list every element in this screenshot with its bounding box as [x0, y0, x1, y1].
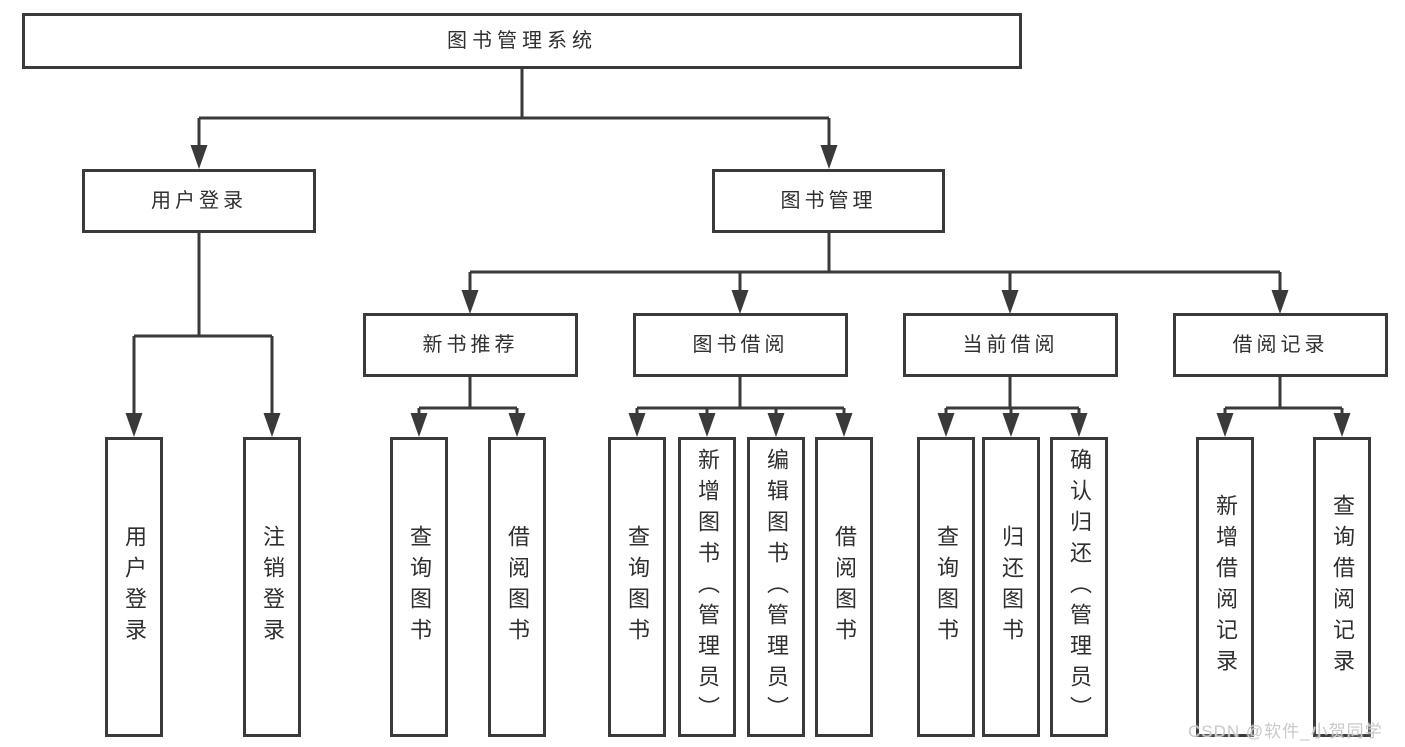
leaf-borrow-books-newrec: 借阅图书	[488, 437, 546, 737]
node-root-label: 图书管理系统	[447, 30, 597, 52]
arrowheads-level4	[125, 413, 1351, 437]
connector-newbook-to-leaves	[417, 376, 519, 418]
leaf-borrow-books-borrow: 借阅图书	[815, 437, 873, 737]
node-current-borrowing: 当前借阅	[903, 313, 1118, 377]
leaf-query-books-borrow: 查询图书	[608, 437, 666, 737]
node-current-borrowing-label: 当前借阅	[962, 334, 1059, 356]
leaf-edit-book-admin-label: 编辑图书（管理员）	[764, 447, 789, 727]
leaf-query-borrow-record: 查询借阅记录	[1313, 437, 1371, 737]
connector-bookborrow-to-leaves	[635, 376, 846, 418]
leaf-add-borrow-record: 新增借阅记录	[1196, 437, 1254, 737]
leaf-edit-book-admin: 编辑图书（管理员）	[747, 437, 805, 737]
leaf-confirm-return-admin-label: 确认归还（管理员）	[1067, 447, 1092, 727]
leaf-logout-label: 注销登录	[260, 525, 285, 649]
node-book-borrowing: 图书借阅	[633, 313, 848, 377]
connector-userlogin-to-leaves	[132, 232, 274, 418]
leaf-confirm-return-admin: 确认归还（管理员）	[1050, 437, 1108, 737]
leaf-logout: 注销登录	[243, 437, 301, 737]
node-book-management: 图书管理	[712, 169, 945, 233]
node-book-management-label: 图书管理	[780, 190, 877, 212]
node-new-book-recommend: 新书推荐	[363, 313, 578, 377]
leaf-query-books-borrow-label: 查询图书	[625, 525, 650, 649]
leaf-user-login: 用户登录	[105, 437, 163, 737]
leaf-query-books-newrec: 查询图书	[390, 437, 448, 737]
leaf-query-borrow-record-label: 查询借阅记录	[1330, 494, 1355, 680]
leaf-borrow-books-borrow-label: 借阅图书	[832, 525, 857, 649]
leaf-add-book-admin: 新增图书（管理员）	[678, 437, 736, 737]
node-book-borrowing-label: 图书借阅	[692, 334, 789, 356]
connector-bookmgmt-to-level3	[468, 233, 1282, 295]
leaf-query-books-current-label: 查询图书	[934, 525, 959, 649]
connector-currentborrow-to-leaves	[944, 376, 1081, 418]
leaf-user-login-label: 用户登录	[122, 525, 147, 649]
node-user-login: 用户登录	[82, 169, 316, 233]
leaf-query-books-newrec-label: 查询图书	[407, 525, 432, 649]
leaf-return-book: 归还图书	[982, 437, 1040, 737]
connector-root-to-level2	[197, 68, 831, 150]
leaf-query-books-current: 查询图书	[917, 437, 975, 737]
arrowheads-level2	[190, 145, 838, 169]
connector-records-to-leaves	[1223, 376, 1344, 418]
leaf-borrow-books-newrec-label: 借阅图书	[505, 525, 530, 649]
csdn-watermark: CSDN @软件_小贺同学	[1188, 722, 1383, 741]
leaf-add-borrow-record-label: 新增借阅记录	[1213, 494, 1238, 680]
leaf-add-book-admin-label: 新增图书（管理员）	[695, 447, 720, 727]
arrowheads-level3	[461, 290, 1289, 314]
node-borrowing-records: 借阅记录	[1173, 313, 1388, 377]
node-user-login-label: 用户登录	[151, 190, 247, 212]
node-new-book-recommend-label: 新书推荐	[422, 334, 519, 356]
node-root: 图书管理系统	[22, 13, 1022, 69]
leaf-return-book-label: 归还图书	[999, 525, 1024, 649]
node-borrowing-records-label: 借阅记录	[1232, 334, 1329, 356]
